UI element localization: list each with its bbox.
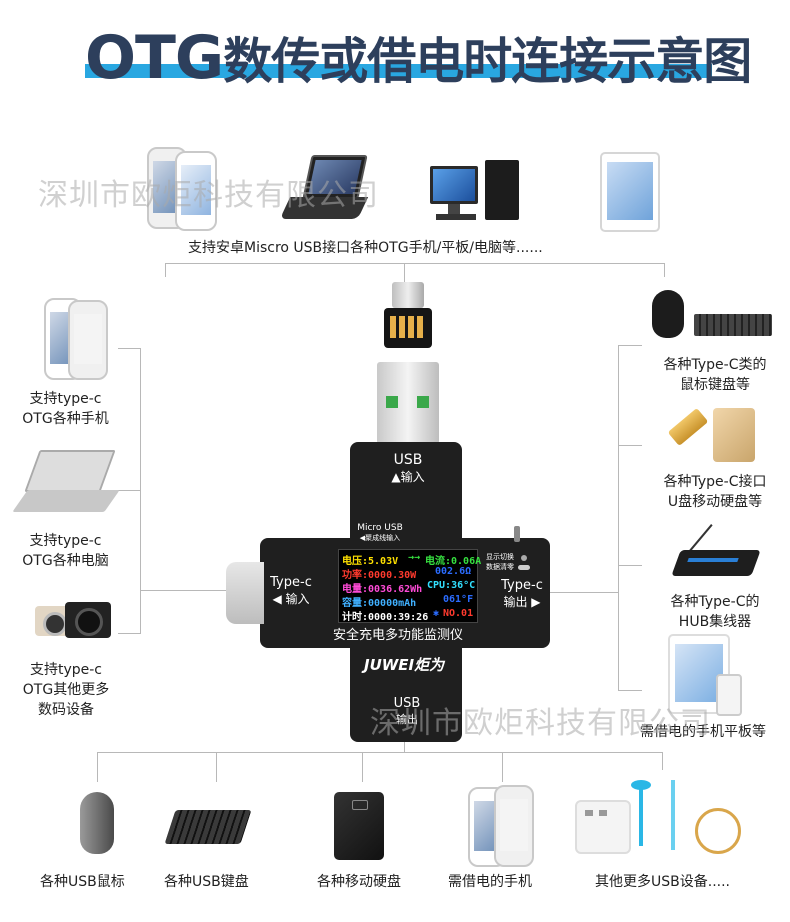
usb-in-sub: ▲输入 [391, 470, 425, 484]
bottom-caption-5: 其他更多USB设备..... [595, 874, 730, 890]
left-caption-1: 支持type-c OTG各种手机 [18, 389, 113, 429]
watermark-top: 深圳市欧炬科技有限公司 [38, 178, 379, 213]
bluetooth-icon: ✱ [433, 608, 440, 619]
right-caption-2-line2: U盘移动硬盘等 [667, 494, 763, 510]
right-caption-3-line2: HUB集线器 [678, 614, 752, 630]
micro-usb-label: Micro USB [357, 523, 403, 533]
typec-plug [226, 562, 264, 624]
right-caption-1-line2: 鼠标键盘等 [680, 377, 750, 393]
left-caption-3-line3: 数码设备 [38, 702, 94, 718]
typec-in-sub: ◀ 输入 [272, 592, 310, 606]
switch-labels: 显示切换 数据清零 [486, 552, 514, 572]
right-caption-3-line1: 各种Type-C的 [670, 594, 760, 610]
typec-out-sub: 输出 ▶ [503, 595, 541, 609]
right-caption-3: 各种Type-C的 HUB集线器 [650, 592, 780, 632]
left-caption-2-line2: OTG各种电脑 [22, 553, 109, 569]
lcd-resistance: 002.6Ω [435, 566, 472, 577]
title-otg: OTG [85, 23, 224, 93]
typec-in-label: Type-c [270, 575, 312, 590]
right-caption-4: 需借电的手机平板等 [640, 724, 766, 740]
lcd-power: 功率:0000.30W [342, 570, 417, 581]
top-tablet [600, 152, 660, 232]
usb-out-sub: 输出 [396, 713, 418, 726]
bottom-caption-3: 各种移动硬盘 [317, 874, 401, 890]
left-caption-2: 支持type-c OTG各种电脑 [18, 531, 113, 571]
bottom-caption-2: 各种USB键盘 [164, 874, 249, 890]
typec-out-label: Type-c [501, 578, 543, 593]
top-phone [145, 143, 217, 231]
micro-usb-port-label: Micro USB ◀聚成线输入 [350, 523, 410, 543]
left-phone [44, 298, 108, 380]
right-hub [668, 520, 763, 585]
left-cameras [35, 600, 115, 650]
mode-switch[interactable] [514, 526, 520, 542]
title-underline [85, 64, 712, 78]
left-laptop [12, 450, 120, 520]
device-subtitle: 安全充电多功能监测仪 [333, 628, 464, 643]
left-caption-1-line1: 支持type-c [29, 391, 102, 407]
micro-usb-adapter [380, 282, 436, 362]
usb-in-label: USB [393, 452, 423, 468]
top-caption: 支持安卓Miscro USB接口各种OTG手机/平板/电脑等...... [188, 240, 543, 256]
left-caption-1-line2: OTG各种手机 [22, 411, 109, 427]
page-title: OTG数传或借电时连接示意图 [85, 22, 752, 93]
title-rest: 数传或借电时连接示意图 [223, 33, 752, 90]
left-caption-3-line1: 支持type-c [29, 662, 103, 678]
left-caption-3: 支持type-c OTG其他更多 数码设备 [16, 660, 116, 720]
right-caption-1: 各种Type-C类的 鼠标键盘等 [650, 355, 780, 395]
lcd-cpu-c: CPU:36°C [427, 580, 476, 591]
right-mouse-keyboard [650, 288, 775, 343]
lcd-energy: 电量:0036.62Wh [342, 584, 423, 595]
watermark-bottom: 深圳市欧炬科技有限公司 [370, 706, 711, 741]
right-caption-2-line1: 各种Type-C接口 [663, 474, 767, 490]
switch-dots [521, 555, 527, 561]
typec-in-port-label: Type-c ◀ 输入 [266, 575, 316, 607]
right-caption-1-line1: 各种Type-C类的 [663, 357, 767, 373]
usb-in-port-label: USB ▲输入 [380, 452, 436, 485]
usb-out-port-label: USB 输出 [382, 696, 432, 727]
micro-usb-sub: ◀聚成线输入 [359, 534, 401, 542]
lcd-group: NO.01 [443, 608, 474, 619]
typec-out-port-label: Type-c 输出 ▶ [496, 578, 548, 610]
left-caption-3-line2: OTG其他更多 [22, 682, 110, 698]
bottom-hdd [334, 792, 388, 862]
bottom-usb-gadgets [575, 778, 750, 858]
switch-label-1: 显示切换 [486, 553, 514, 561]
switch-label-2: 数据清零 [486, 563, 514, 571]
bottom-caption-1: 各种USB鼠标 [40, 874, 125, 890]
bottom-phone [468, 785, 534, 867]
lcd-timer: 计时:0000:39:26 [342, 612, 429, 623]
lcd-screen: 电压:5.03V →→ 电流:0.06A 功率:0000.30W 002.6Ω … [338, 549, 482, 623]
brand-logo: JUWEI炬为 [364, 656, 445, 674]
usb-a-plug [377, 362, 439, 444]
bottom-mouse [78, 792, 118, 856]
lcd-capacity: 容量:00000mAh [342, 598, 417, 609]
bottom-keyboard [164, 800, 252, 855]
right-caption-2: 各种Type-C接口 U盘移动硬盘等 [650, 472, 780, 512]
left-caption-2-line1: 支持type-c [29, 533, 102, 549]
usb-out-label: USB [393, 696, 421, 711]
lcd-arrow: →→ [408, 552, 421, 563]
right-tablet-phone [668, 634, 748, 716]
right-udisk-hdd [665, 407, 760, 463]
lcd-voltage: 电压:5.03V [342, 556, 399, 567]
top-desktop [430, 160, 525, 230]
bottom-caption-4: 需借电的手机 [448, 874, 532, 890]
lcd-current: 电流:0.06A [425, 556, 482, 567]
lcd-cpu-f: 061°F [443, 594, 474, 605]
switch-slider [518, 565, 530, 570]
